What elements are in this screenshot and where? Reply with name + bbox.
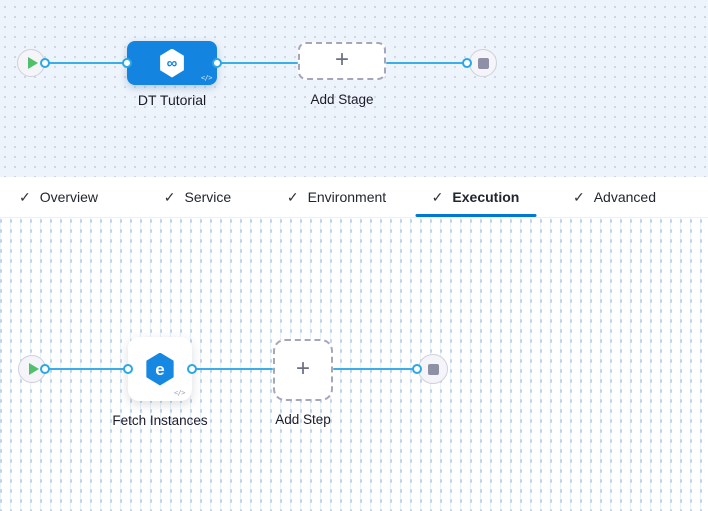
tab-label: Execution (452, 189, 520, 205)
add-step-label: Add Step (275, 412, 331, 427)
end-in-port[interactable] (462, 58, 472, 68)
code-icon: </> (173, 389, 186, 397)
tab-advanced[interactable]: ✓ Advanced (545, 177, 684, 217)
step-in-port[interactable] (123, 364, 133, 374)
fetch-instances-icon: e (146, 352, 174, 386)
pipeline-end-node (469, 49, 497, 77)
stage-in-port[interactable] (122, 58, 132, 68)
start-out-port[interactable] (40, 58, 50, 68)
edge-start-to-stage (31, 62, 127, 64)
tab-overview[interactable]: ✓ Overview (0, 177, 128, 217)
tab-underline (415, 214, 536, 217)
step-node-label: Fetch Instances (112, 413, 208, 428)
tab-label: Environment (307, 189, 387, 205)
tab-label: Service (184, 189, 232, 205)
stage-config-tabbar: ✓ Overview ✓ Service ✓ Environment ✓ Exe… (0, 177, 708, 218)
edge-start-to-step (31, 368, 128, 370)
add-step-button[interactable]: + (273, 339, 333, 401)
stop-icon (477, 57, 489, 69)
tab-execution[interactable]: ✓ Execution (406, 177, 545, 217)
tab-environment[interactable]: ✓ Environment (267, 177, 406, 217)
play-icon (27, 57, 38, 69)
stage-node-label: DT Tutorial (137, 92, 207, 108)
check-icon: ✓ (572, 188, 585, 205)
check-icon: ✓ (163, 188, 176, 205)
stop-icon (427, 363, 439, 375)
stage-node-dt-tutorial[interactable]: ∞ </> (127, 41, 217, 85)
stage-out-port[interactable] (212, 58, 222, 68)
check-icon: ✓ (431, 188, 444, 205)
start-out-port[interactable] (40, 364, 50, 374)
end-in-port[interactable] (412, 364, 422, 374)
step-node-fetch-instances[interactable]: e </> (128, 337, 192, 401)
tab-label: Advanced (593, 189, 656, 205)
check-icon: ✓ (286, 188, 299, 205)
execution-end-node (418, 354, 448, 384)
play-icon (28, 363, 39, 375)
tab-label: Overview (39, 189, 99, 205)
tab-service[interactable]: ✓ Service (128, 177, 267, 217)
edge-step-to-addstep (192, 368, 273, 370)
edge-addstep-to-end (333, 368, 419, 370)
edge-addstage-to-end (386, 62, 469, 64)
code-icon: </> (200, 74, 213, 82)
plus-icon: + (295, 355, 310, 382)
tabs: ✓ Overview ✓ Service ✓ Environment ✓ Exe… (0, 177, 684, 217)
stage-graph-canvas[interactable]: ∞ </> DT Tutorial + Add Stage (0, 0, 708, 177)
execution-graph-canvas[interactable]: e </> Fetch Instances + Add Step (0, 218, 708, 511)
add-stage-label: Add Stage (310, 92, 374, 107)
infinity-glyph: ∞ (166, 54, 178, 72)
pipeline-start-node (17, 49, 45, 77)
fetch-glyph: e (155, 359, 165, 379)
plus-icon: + (334, 46, 349, 73)
edge-stage-to-addstage (217, 62, 298, 64)
add-stage-button[interactable]: + (298, 42, 386, 80)
step-out-port[interactable] (187, 364, 197, 374)
check-icon: ✓ (18, 188, 31, 205)
deployment-stage-icon: ∞ (160, 48, 184, 78)
